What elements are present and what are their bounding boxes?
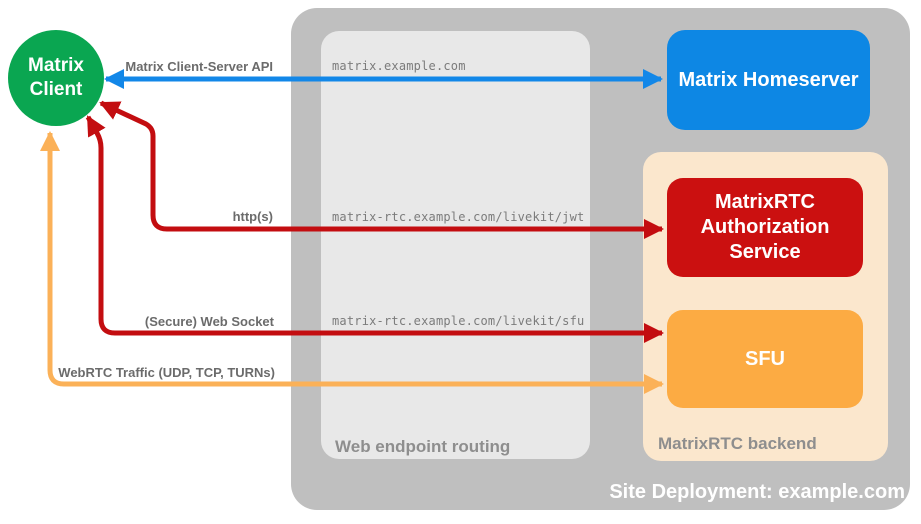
sfu-label: SFU — [745, 347, 785, 370]
route-livekit-jwt: matrix-rtc.example.com/livekit/jwt — [332, 210, 585, 224]
matrix-client-node: Matrix Client — [8, 30, 104, 126]
matrix-client-label: Matrix Client — [28, 55, 84, 100]
edge-label-web-socket: (Secure) Web Socket — [144, 314, 274, 329]
matrixrtc-backend-label: MatrixRTC backend — [658, 434, 817, 453]
matrixrtc-authorization-service-label: MatrixRTC Authorization Service — [700, 191, 830, 263]
edge-label-webrtc-traffic: WebRTC Traffic (UDP, TCP, TURNs) — [58, 365, 275, 380]
matrix-homeserver-node: Matrix Homeserver — [667, 30, 870, 130]
route-matrix-example-com: matrix.example.com — [332, 59, 466, 73]
web-endpoint-routing-container — [321, 31, 590, 459]
route-livekit-sfu: matrix-rtc.example.com/livekit/sfu — [332, 314, 585, 328]
matrix-homeserver-label: Matrix Homeserver — [678, 68, 859, 91]
edge-label-client-server-api: Matrix Client-Server API — [125, 59, 273, 74]
sfu-node: SFU — [667, 310, 863, 408]
matrixrtc-authorization-service-node: MatrixRTC Authorization Service — [667, 178, 863, 277]
web-endpoint-routing-label: Web endpoint routing — [335, 437, 511, 456]
edge-label-https: http(s) — [232, 209, 273, 224]
site-deployment-label: Site Deployment: example.com — [609, 481, 905, 503]
